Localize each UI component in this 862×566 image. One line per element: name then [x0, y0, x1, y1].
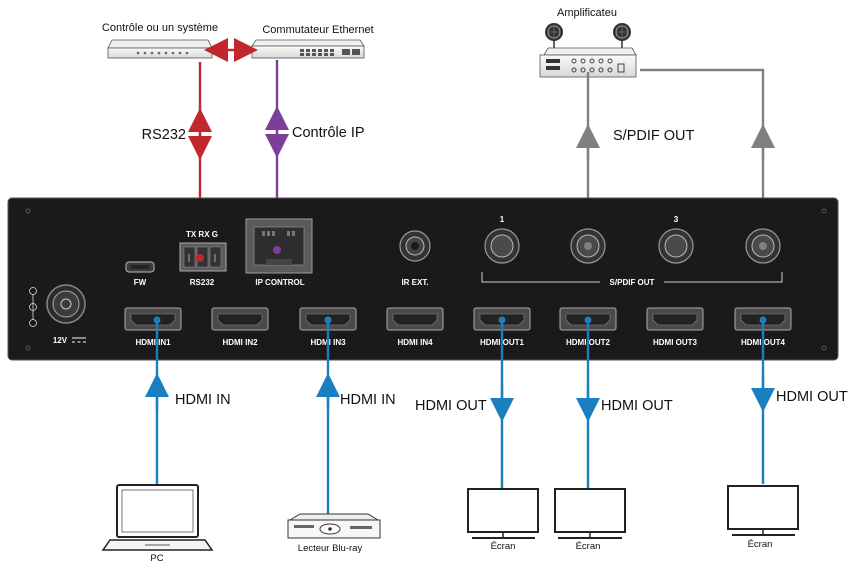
spdif-out-1-jack[interactable]	[484, 228, 520, 264]
fw-usb-port[interactable]	[125, 261, 155, 273]
hdmi-in1-label: HDMI IN1	[135, 338, 171, 347]
ethernet-switch-device	[251, 39, 365, 59]
spdif-out-3-jack[interactable]	[658, 228, 694, 264]
spdif-1-label: 1	[500, 215, 505, 224]
hdmi-out2-link-label: HDMI OUT	[601, 398, 673, 414]
hdmi-in4-label: HDMI IN4	[397, 338, 433, 347]
spdif-3-label: 3	[674, 215, 679, 224]
power-polarity-icon	[29, 287, 37, 327]
dc-symbol-icon	[72, 337, 86, 343]
hdmi-out3-label: HDMI OUT3	[653, 338, 698, 347]
rs232-link-label: RS232	[142, 127, 186, 143]
screen-1-label: Écran	[491, 541, 516, 552]
power-label: 12V	[53, 336, 68, 345]
fw-label: FW	[134, 278, 147, 287]
ir-ext-jack[interactable]	[399, 230, 431, 262]
speaker-left-icon	[545, 23, 563, 48]
ir-ext-label: IR EXT.	[401, 278, 428, 287]
hdmi-in2-label: HDMI IN2	[222, 338, 258, 347]
amplifier-label: Amplificateu	[557, 7, 617, 19]
hdmi-out4-link-label: HDMI OUT	[776, 389, 848, 405]
ethernet-switch-label: Commutateur Ethernet	[262, 24, 373, 36]
spdif-out-4-jack[interactable]	[745, 228, 781, 264]
screen-2-label: Écran	[576, 541, 601, 552]
screen-2-icon	[554, 488, 626, 539]
hdmi-in3-link-label: HDMI IN	[340, 392, 396, 408]
spdif-4-cable	[640, 68, 765, 245]
spdif-group-label: S/PDIF OUT	[610, 278, 655, 287]
rs232-pins-label: TX RX G	[186, 230, 218, 239]
bluray-player-icon	[287, 513, 381, 539]
screen-4-label: Écran	[748, 539, 773, 550]
screen-1-icon	[467, 488, 539, 539]
control-system-device	[107, 39, 213, 59]
hdmi-in1-port[interactable]	[124, 307, 182, 331]
spdif-link-label: S/PDIF OUT	[613, 128, 695, 144]
ip-control-rj45-port[interactable]	[245, 218, 313, 274]
hdmi-in1-link-label: HDMI IN	[175, 392, 231, 408]
ip-control-link-label: Contrôle IP	[292, 125, 365, 141]
rs232-cable-dot	[196, 254, 204, 262]
pc-label: PC	[150, 553, 163, 564]
laptop-icon	[101, 484, 214, 551]
control-system-label: Contrôle ou un système	[102, 22, 218, 34]
hdmi-in2-port[interactable]	[211, 307, 269, 331]
hdmi-out3-port[interactable]	[646, 307, 704, 331]
spdif-out-2-jack[interactable]	[570, 228, 606, 264]
speaker-right-icon	[613, 23, 631, 48]
rs232-port-label: RS232	[190, 278, 215, 287]
hdmi-out1-link-label: HDMI OUT	[415, 398, 487, 414]
power-jack[interactable]	[46, 284, 86, 324]
spdif-group-bracket	[481, 272, 783, 283]
ip-control-port-label: IP CONTROL	[255, 278, 304, 287]
screen-4-icon	[727, 485, 799, 536]
bluray-label: Lecteur Blu-ray	[298, 543, 363, 554]
ip-control-cable-dot	[273, 246, 281, 254]
hdmi-in4-port[interactable]	[386, 307, 444, 331]
